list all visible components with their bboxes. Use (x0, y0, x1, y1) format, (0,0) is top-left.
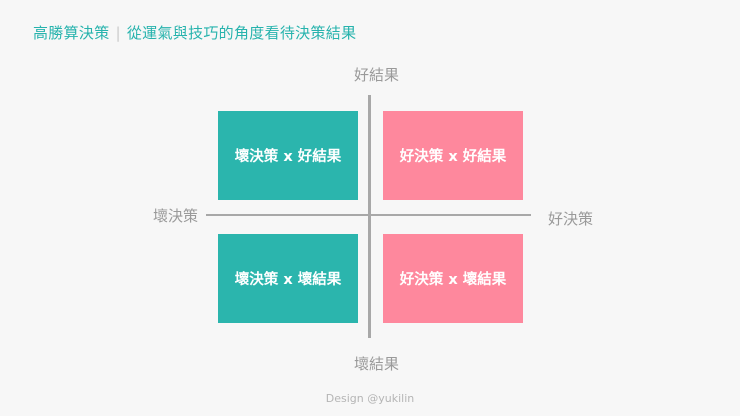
quadrant-label: 壞決策 x 好結果 (234, 149, 342, 165)
page-title: 高勝算決策 | 從運氣與技巧的角度看待決策結果 (33, 22, 356, 43)
quadrant-bad-decision-good-outcome: 壞決策 x 好結果 (218, 111, 358, 200)
axis-label-top: 好結果 (354, 66, 400, 84)
quadrant-good-decision-good-outcome: 好決策 x 好結果 (383, 111, 523, 200)
vertical-axis (368, 95, 371, 338)
title-main: 高勝算決策 (33, 24, 110, 42)
quadrant-good-decision-bad-outcome: 好決策 x 壞結果 (383, 234, 523, 323)
axis-label-right: 好決策 (548, 210, 594, 228)
quadrant-label: 壞決策 x 壞結果 (234, 272, 342, 288)
quadrant-label: 好決策 x 好結果 (399, 149, 507, 165)
quadrant-label: 好決策 x 壞結果 (399, 272, 507, 288)
design-credit: Design @yukilin (325, 392, 415, 405)
horizontal-axis (206, 214, 531, 216)
title-separator: | (115, 24, 121, 42)
quadrant-bad-decision-bad-outcome: 壞決策 x 壞結果 (218, 234, 358, 323)
axis-label-left: 壞決策 (153, 207, 199, 225)
axis-label-bottom: 壞結果 (354, 355, 400, 373)
title-subtitle: 從運氣與技巧的角度看待決策結果 (126, 24, 357, 42)
